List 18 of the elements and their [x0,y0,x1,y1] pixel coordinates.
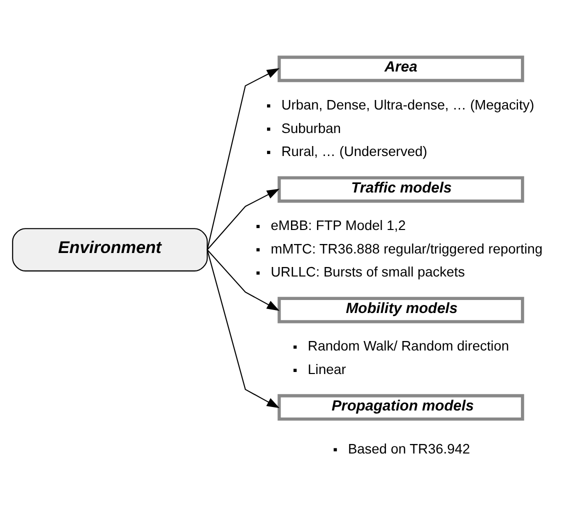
arrow [206,68,280,250]
node-label: mMTC: TR36.888 regular/triggered reporting [270,240,543,256]
arrow [206,249,280,408]
node-box: Mobility models [278,296,524,323]
node-label: Based on TR36.942 [348,440,470,456]
arrow [206,188,280,250]
node-label: Suburban [281,120,341,136]
node-label: Urban, Dense, Ultra-dense, … (Megacity) [281,96,534,112]
node-box: Propagation models [278,394,524,420]
node-box: Environment [12,228,208,271]
node-label: Linear [308,361,346,376]
node-label: eMBB: FTP Model 1,2 [270,218,406,233]
node-box: Traffic models [278,176,524,202]
node-label: Rural, … (Underserved) [281,144,428,159]
node-label: URLLC: Bursts of small packets [270,264,465,280]
node-box: Area [278,55,524,82]
arrow [206,248,280,310]
node-label: Random Walk/ Random direction [308,338,510,354]
